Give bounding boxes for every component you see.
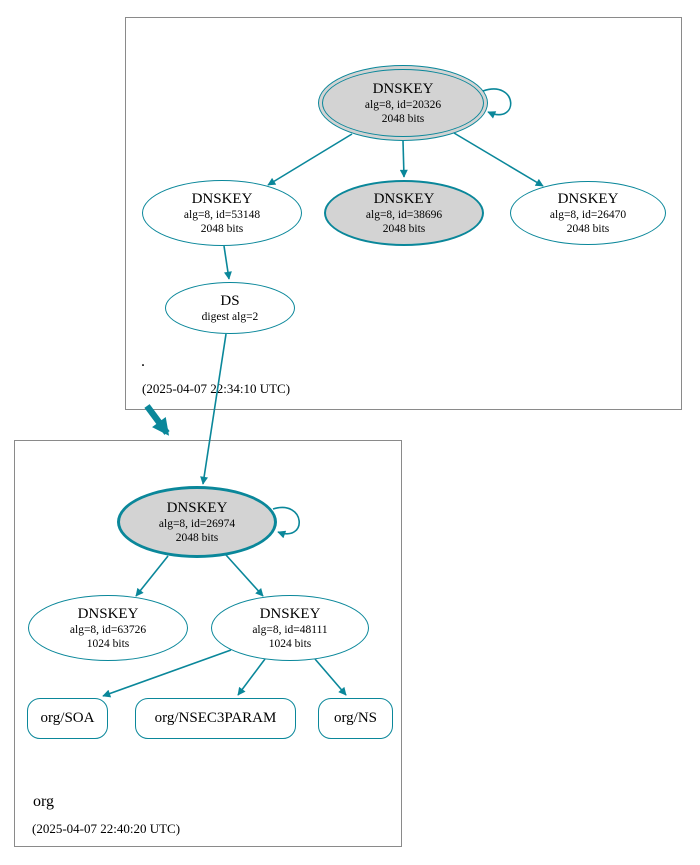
zone-name-root: . [141, 353, 145, 370]
zone-name-org: org [33, 793, 55, 810]
node-digest: digest alg=2 [201, 311, 259, 323]
edge-root-to-org-delegation [144, 404, 170, 436]
node-org-ns-rrset[interactable]: org/NS [318, 698, 393, 739]
node-alg-id: alg=8, id=26974 [158, 518, 236, 530]
node-bits: 2048 bits [382, 223, 426, 235]
node-org-soa-rrset[interactable]: org/SOA [27, 698, 108, 739]
rrset-label: org/NSEC3PARAM [154, 710, 277, 726]
node-title: DS [220, 293, 240, 309]
node-alg-id: alg=8, id=26470 [549, 209, 627, 221]
node-alg-id: alg=8, id=48111 [252, 624, 328, 636]
node-title: DNSKEY [77, 606, 139, 622]
node-title: DNSKEY [166, 500, 228, 516]
node-root-dnskey-38696[interactable]: DNSKEY alg=8, id=38696 2048 bits [324, 180, 484, 246]
node-org-dnskey-63726[interactable]: DNSKEY alg=8, id=63726 1024 bits [28, 595, 188, 661]
zone-timestamp-org: (2025-04-07 22:40:20 UTC) [32, 821, 181, 836]
node-title: DNSKEY [373, 191, 435, 207]
node-bits: 2048 bits [381, 113, 425, 125]
node-bits: 2048 bits [175, 532, 219, 544]
node-alg-id: alg=8, id=53148 [183, 209, 261, 221]
node-title: DNSKEY [191, 191, 253, 207]
node-root-ds[interactable]: DS digest alg=2 [165, 282, 295, 334]
node-title: DNSKEY [557, 191, 619, 207]
rrset-label: org/SOA [40, 710, 95, 726]
node-org-dnskey-26974[interactable]: DNSKEY alg=8, id=26974 2048 bits [117, 486, 277, 558]
node-alg-id: alg=8, id=20326 [364, 99, 442, 111]
zone-timestamp-root: (2025-04-07 22:34:10 UTC) [142, 381, 291, 396]
node-root-dnskey-20326[interactable]: DNSKEY alg=8, id=20326 2048 bits [318, 65, 488, 141]
node-title: DNSKEY [259, 606, 321, 622]
node-org-dnskey-48111[interactable]: DNSKEY alg=8, id=48111 1024 bits [211, 595, 369, 661]
node-alg-id: alg=8, id=38696 [365, 209, 443, 221]
node-bits: 2048 bits [566, 223, 610, 235]
rrset-label: org/NS [333, 710, 378, 726]
node-bits: 1024 bits [268, 638, 312, 650]
node-alg-id: alg=8, id=63726 [69, 624, 147, 636]
node-root-dnskey-53148[interactable]: DNSKEY alg=8, id=53148 2048 bits [142, 180, 302, 246]
node-org-nsec3param-rrset[interactable]: org/NSEC3PARAM [135, 698, 296, 739]
node-root-dnskey-26470[interactable]: DNSKEY alg=8, id=26470 2048 bits [510, 181, 666, 245]
node-bits: 2048 bits [200, 223, 244, 235]
node-title: DNSKEY [372, 81, 434, 97]
node-bits: 1024 bits [86, 638, 130, 650]
